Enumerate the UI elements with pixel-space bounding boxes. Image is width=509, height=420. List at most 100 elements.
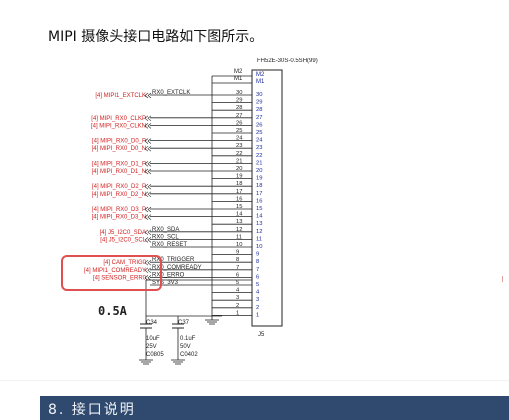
pin-number-outer: 8 [236, 257, 239, 263]
highlight-box [61, 255, 162, 291]
signal-arrow-icon [144, 183, 152, 190]
pin-number-inner: 17 [256, 191, 262, 197]
pin-number-outer: 25 [236, 128, 242, 134]
pin-number-inner: 19 [256, 176, 262, 182]
pin-number-inner: 16 [256, 198, 262, 204]
c37-voltage: 50V [180, 344, 191, 350]
pin-number-inner: 21 [256, 160, 262, 166]
pin-number-outer: 4 [236, 288, 240, 294]
signal-arrow-icon [144, 138, 152, 144]
signal-arrow-icon [144, 259, 152, 266]
ground-symbol [205, 316, 219, 325]
pin-number-outer: 18 [236, 181, 242, 187]
signal-label: [4] MIPI_RX0_D0_P [92, 139, 146, 145]
pin-number-outer: 23 [236, 143, 242, 149]
signal-label: [4] MIPI_RX0_D2_P [92, 184, 146, 190]
signal-label: [4] CAM_TRIG0 [103, 260, 146, 266]
signal-arrow-icon [144, 115, 152, 122]
signal-label: [4] SENSOR_ERR0 [93, 275, 147, 281]
net-label: SYS_3V3 [152, 280, 179, 286]
pin-number-outer: 3 [236, 295, 239, 301]
signal-arrow-icon [144, 161, 152, 167]
signal-arrow-icon [144, 92, 152, 99]
c34-value: 10uF [146, 336, 160, 342]
intro-paragraph: MIPI 摄像头接口电路如下图所示。 [48, 29, 264, 45]
pin-number-outer: 5 [236, 280, 239, 286]
capacitor-c34: C34 10uF 25V C0805 [139, 316, 164, 365]
pin-number-inner: 15 [256, 206, 262, 212]
signal-label: [4] MIPI_RX0_D3_N [92, 215, 146, 221]
signal-arrow-icon [144, 168, 152, 175]
pin-number-inner: 2 [256, 305, 259, 311]
signal-arrow-icon [144, 145, 152, 152]
connector-body [251, 69, 283, 327]
signal-label: [4] MIPI_RX0_D2_N [92, 192, 146, 198]
divider [0, 380, 509, 381]
signal-label: [4] MIPI_RX0_CLKP [91, 116, 146, 122]
net-label: RX0_RESET [152, 242, 187, 248]
signal-label: [4] MIPI_RX0_D1_P [92, 161, 146, 167]
net-label: RX0_SCL [152, 234, 179, 240]
pin-number-inner: 12 [256, 229, 262, 235]
c37-ref: C37 [178, 320, 190, 326]
c34-ref: C34 [146, 320, 158, 326]
pin-number-inner: 18 [256, 183, 262, 189]
pin-number-outer: 24 [236, 136, 243, 142]
pin-number-outer: 10 [236, 242, 242, 248]
section-title: 8. 接口说明 [48, 402, 136, 418]
section-header-bar [40, 396, 509, 420]
pin-number-outer: 27 [236, 113, 242, 119]
mount-pin-m1-inner: M1 [256, 79, 265, 85]
pin-number-outer: 1 [236, 310, 239, 316]
pin-number-outer: 20 [236, 166, 242, 172]
pin-number-inner: 3 [256, 297, 259, 303]
pin-number-inner: 9 [256, 252, 259, 258]
pin-number-outer: 26 [236, 120, 242, 126]
signal-arrow-icon [144, 206, 152, 213]
pin-number-inner: 26 [256, 122, 262, 128]
signal-arrow-icon [144, 229, 152, 236]
signal-label: [4] MIPI_RX0_D3_P [92, 207, 146, 213]
pin-number-outer: 28 [236, 105, 242, 111]
pin-number-inner: 29 [256, 100, 262, 106]
signal-arrow-icon [144, 214, 152, 220]
pin-number-inner: 7 [256, 267, 259, 273]
pin-number-inner: 20 [256, 168, 262, 174]
pin-number-outer: 12 [236, 227, 242, 233]
mount-pin-m1: M1 [234, 76, 243, 82]
signal-arrow-icon [144, 237, 152, 243]
pin-number-outer: 16 [236, 196, 242, 202]
signal-arrow-icon [144, 275, 152, 281]
pin-number-inner: 28 [256, 107, 262, 113]
pin-number-inner: 27 [256, 115, 262, 121]
signal-label: [4] MIPI_RX0_D1_N [92, 169, 146, 175]
net-label: RX0_SDA [152, 227, 179, 233]
pin-number-inner: 8 [256, 259, 259, 265]
signal-label: [4] MIPI_RX0_D0_N [92, 146, 146, 152]
pin-number-inner: 4 [256, 290, 260, 296]
pin-28: 28 28 [212, 105, 262, 113]
mount-pin-m2: M2 [234, 69, 243, 75]
capacitor-c37: C37 0.1uF 50V C0402 [171, 316, 198, 365]
current-label: 0.5A [98, 304, 128, 318]
pin-number-inner: 11 [256, 236, 262, 242]
pin-number-inner: 1 [256, 312, 259, 318]
pin-number-outer: 14 [236, 212, 243, 218]
